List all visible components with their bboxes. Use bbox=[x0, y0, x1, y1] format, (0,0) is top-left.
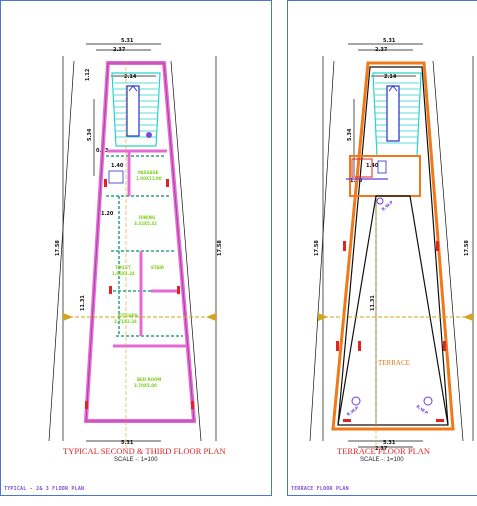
room-size-dining: 3.32X5.32 bbox=[134, 221, 157, 226]
r-dim-bottom-inner: 2.37 bbox=[375, 446, 388, 452]
right-plan-title: TERRACE FLOOR PLAN bbox=[337, 446, 431, 456]
dim-stair-height: 5.34 bbox=[87, 128, 93, 141]
left-plan-scale: SCALE -: 1=100 bbox=[114, 457, 158, 463]
right-building-outline bbox=[331, 61, 455, 431]
room-size-bedroom: 3.70X5.00 bbox=[134, 383, 157, 388]
r-dim-left-total: 17.58 bbox=[314, 240, 320, 256]
dim-top-width: 5.31 bbox=[121, 38, 134, 44]
room-name-passage: PASSAGE bbox=[138, 170, 159, 175]
room-name-kitchen: KITCHEN bbox=[118, 313, 138, 318]
left-footer-label: TYPICAL - 2& 3 FLOOR PLAN bbox=[4, 486, 85, 492]
dim-bottom-width: 5.31 bbox=[121, 440, 134, 446]
rwp-tag-1: R.W.P bbox=[380, 199, 393, 211]
room-name-toilet: TOILET bbox=[115, 265, 131, 270]
left-plan-title: TYPICAL SECOND & THIRD FLOOR PLAN bbox=[63, 446, 226, 456]
room-size-kitchen: 2.71X2.34 bbox=[114, 319, 137, 324]
room-name-bedroom: BED ROOM bbox=[137, 377, 161, 382]
room-size-toilet: 1.05X1.34 bbox=[112, 271, 135, 276]
r-dim-top-width: 5.31 bbox=[383, 38, 396, 44]
r-dim-lower-left: 11.31 bbox=[370, 295, 376, 311]
left-building-outline bbox=[83, 61, 197, 423]
r-dim-stair-height: 5.34 bbox=[347, 128, 353, 141]
r-dim-stair-width: 2.14 bbox=[384, 74, 397, 80]
rwp-tag-2: R.W.P bbox=[346, 405, 360, 417]
r-dim-top-inner: 2.37 bbox=[375, 47, 388, 53]
dim-mid-b: 1.20 bbox=[101, 211, 114, 217]
dim-left-total: 17.58 bbox=[55, 240, 61, 256]
dim-stair-left: 1.12 bbox=[85, 68, 91, 81]
dim-right-total: 17.58 bbox=[217, 240, 223, 256]
rwp-tag-3: R.W.P bbox=[415, 404, 429, 416]
dim-lower-left: 11.31 bbox=[80, 295, 86, 311]
room-name-dining: DINING bbox=[139, 215, 155, 220]
left-floor-plan-drawing: 5.31 2.37 2.14 17.58 17.58 5.34 1.12 11.… bbox=[48, 38, 223, 449]
dim-mid-a: 1.40 bbox=[111, 163, 124, 169]
r-dim-bottom-width: 5.31 bbox=[383, 440, 396, 446]
room-size-passage: 1.00X11.00 bbox=[136, 176, 162, 181]
right-floor-plan-drawing: 5.31 2.37 2.14 17.58 17.58 5.34 11.31 1.… bbox=[309, 38, 474, 452]
right-plan-scale: SCALE -: 1=100 bbox=[360, 457, 404, 463]
dim-stair-width: 2.14 bbox=[124, 74, 137, 80]
room-name-stair: STAIR bbox=[151, 265, 164, 270]
left-drawing-sheet: 5.31 2.37 2.14 17.58 17.58 5.34 1.12 11.… bbox=[0, 0, 272, 496]
dim-top-inner: 2.37 bbox=[113, 47, 126, 53]
terrace-label: TERRACE bbox=[378, 359, 410, 367]
r-dim-right-total: 17.58 bbox=[464, 240, 470, 256]
right-drawing-sheet: 5.31 2.37 2.14 17.58 17.58 5.34 11.31 1.… bbox=[287, 0, 477, 496]
right-footer-label: TERRACE FLOOR PLAN bbox=[291, 486, 349, 492]
